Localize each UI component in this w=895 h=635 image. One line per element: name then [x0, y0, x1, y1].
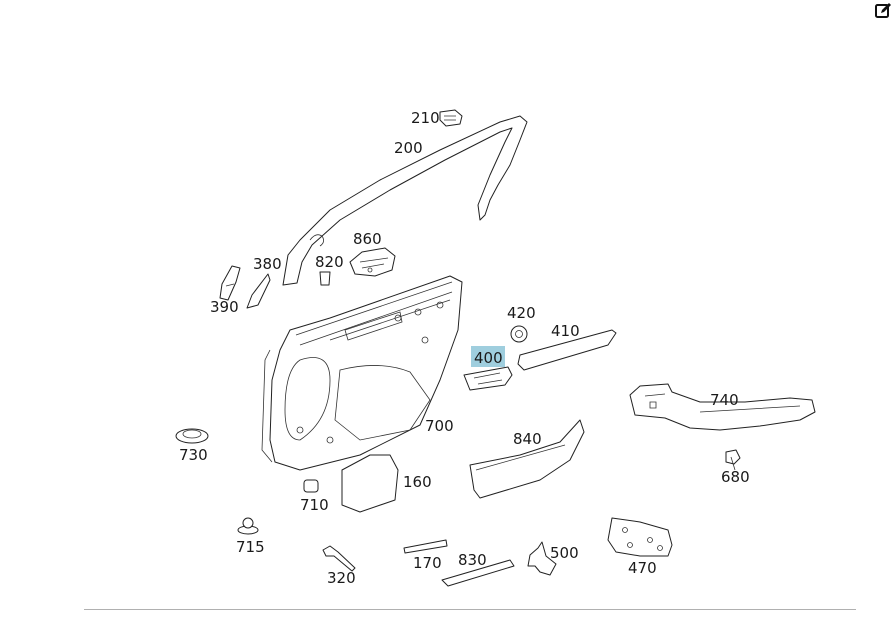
part-740-armrest[interactable]	[629, 383, 816, 431]
label-730[interactable]: 730	[179, 446, 208, 464]
part-390[interactable]	[219, 265, 241, 301]
label-500[interactable]: 500	[550, 544, 579, 562]
part-470-carrier[interactable]	[607, 517, 673, 557]
part-730-plug[interactable]	[175, 428, 209, 444]
part-400-switch-bezel[interactable]	[463, 366, 513, 391]
part-830-strip[interactable]	[441, 559, 515, 587]
part-500-bracket[interactable]	[527, 541, 557, 576]
bottom-divider	[84, 609, 856, 610]
part-715-clip[interactable]	[237, 517, 259, 535]
part-820[interactable]	[319, 271, 331, 286]
part-710-clip[interactable]	[303, 479, 319, 493]
part-840-lower-trim[interactable]	[469, 419, 585, 499]
label-680[interactable]: 680	[721, 468, 750, 486]
label-170[interactable]: 170	[413, 554, 442, 572]
label-740[interactable]: 740	[710, 391, 739, 409]
label-860[interactable]: 860	[353, 230, 382, 248]
edit-icon[interactable]	[874, 2, 892, 20]
part-320-rivet[interactable]	[322, 545, 356, 572]
selected-label-highlight	[471, 346, 505, 367]
part-160-pad[interactable]	[341, 454, 399, 513]
label-830[interactable]: 830	[458, 551, 487, 569]
label-400[interactable]: 400	[474, 349, 503, 367]
label-210[interactable]: 210	[411, 109, 440, 127]
part-200-trim-strip[interactable]	[282, 115, 528, 286]
label-160[interactable]: 160	[403, 473, 432, 491]
part-700-door-panel[interactable]	[261, 275, 463, 471]
part-680-screw[interactable]	[725, 449, 741, 471]
part-860-handle-housing[interactable]	[349, 247, 396, 277]
label-320[interactable]: 320	[327, 569, 356, 587]
label-420[interactable]: 420	[507, 304, 536, 322]
label-700[interactable]: 700	[425, 417, 454, 435]
label-715[interactable]: 715	[236, 538, 265, 556]
part-410-trim[interactable]	[517, 329, 617, 371]
part-380[interactable]	[246, 273, 271, 309]
label-200[interactable]: 200	[394, 139, 423, 157]
part-210-clip[interactable]	[439, 109, 463, 127]
label-840[interactable]: 840	[513, 430, 542, 448]
label-410[interactable]: 410	[551, 322, 580, 340]
label-380[interactable]: 380	[253, 255, 282, 273]
label-820[interactable]: 820	[315, 253, 344, 271]
label-390[interactable]: 390	[210, 298, 239, 316]
label-470[interactable]: 470	[628, 559, 657, 577]
label-710[interactable]: 710	[300, 496, 329, 514]
part-170-seal[interactable]	[403, 539, 448, 554]
part-420-cap[interactable]	[510, 325, 528, 343]
